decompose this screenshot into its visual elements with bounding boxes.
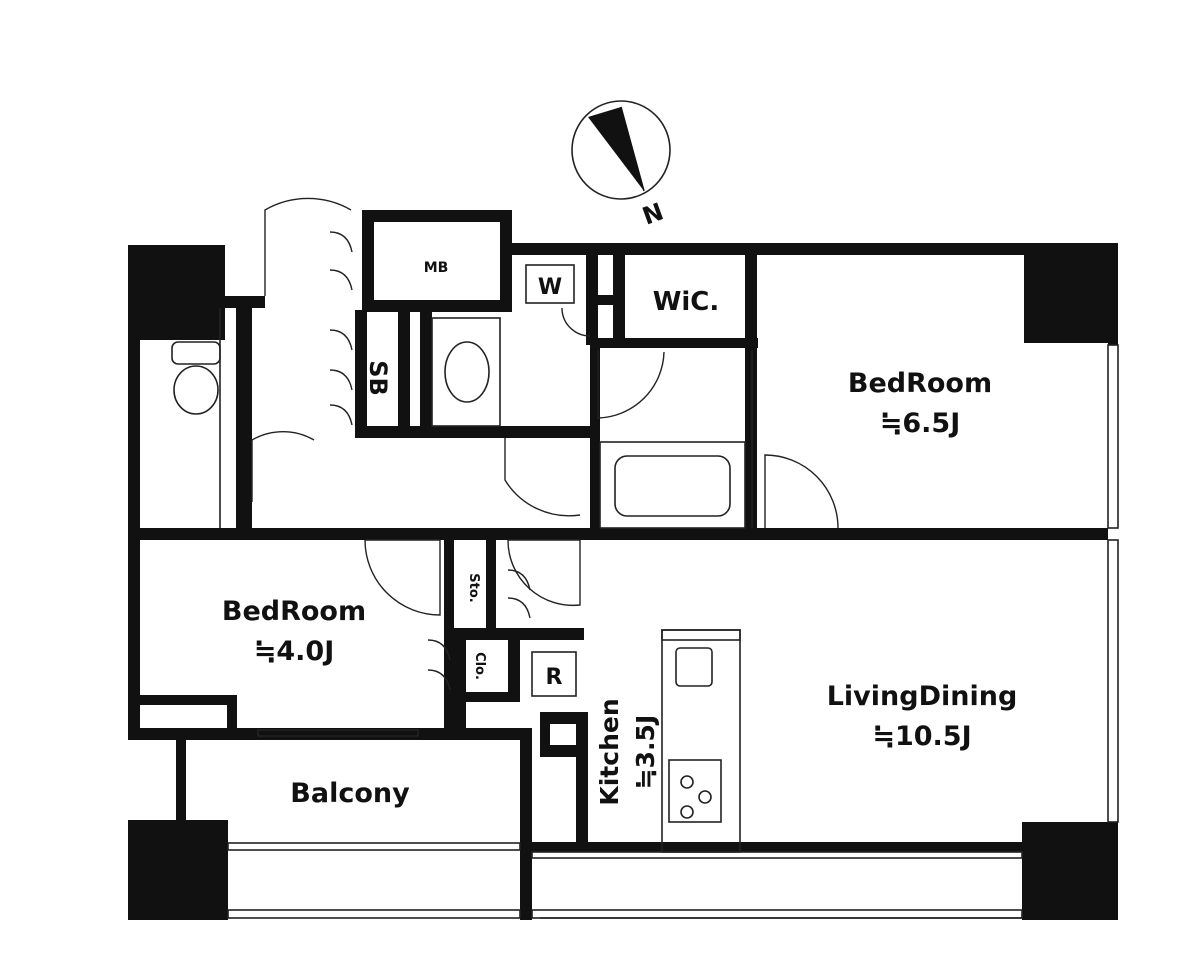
w-label: W: [538, 275, 562, 300]
column-bottom-right: [1022, 822, 1118, 920]
r-label: R: [546, 665, 563, 690]
bedroom-large-size: ≒6.5J: [880, 408, 961, 439]
bedroom-small-size: ≒4.0J: [254, 636, 335, 667]
outer-walls: [128, 243, 1118, 920]
clo-label: Clo.: [472, 652, 487, 680]
windows: [227, 344, 1119, 919]
column-bottom-left: [128, 820, 228, 920]
kitchen-size: ≒3.5J: [631, 715, 660, 790]
kitchen-counter: [661, 629, 741, 853]
balcony-name: Balcony: [290, 778, 410, 809]
toilet-icon: [171, 308, 221, 528]
w-box: [525, 264, 575, 304]
column-top-left: [128, 245, 225, 340]
sb-label: SB: [364, 360, 392, 396]
kitchen-name: Kitchen: [595, 698, 624, 805]
compass: N: [571, 100, 671, 231]
bedroom-large-name: BedRoom: [848, 368, 992, 399]
mb-label: MB: [424, 260, 449, 276]
bedroom-small-name: BedRoom: [222, 596, 366, 627]
wic-label: WiC.: [653, 287, 720, 317]
interior-walls: [140, 255, 1108, 852]
compass-ring: [571, 100, 671, 200]
living-dining-size: ≒10.5J: [872, 721, 971, 752]
compass-needle-icon: [588, 107, 644, 191]
sto-label: Sto.: [466, 573, 481, 602]
wash-basin-icon: [431, 317, 501, 427]
column-top-right: [1024, 245, 1118, 343]
r-box: [531, 651, 577, 697]
bathtub-icon: [599, 441, 746, 529]
living-dining-name: LivingDining: [827, 681, 1018, 712]
compass-north-label: N: [639, 197, 667, 230]
doors: [251, 197, 839, 691]
mb-box: [362, 210, 512, 312]
